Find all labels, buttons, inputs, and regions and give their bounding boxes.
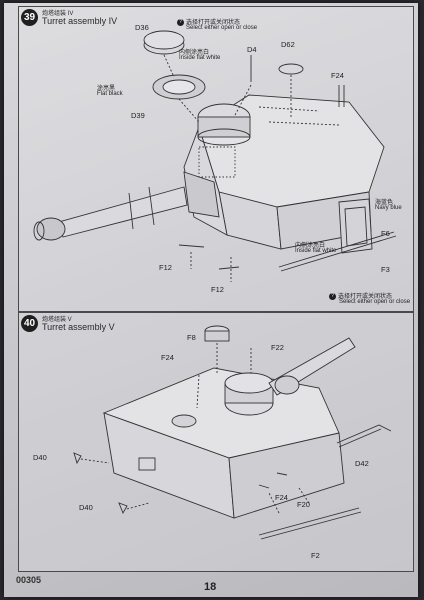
note-select-cn: ?选择打开或关闭状态: [177, 17, 240, 26]
product-code: 00305: [16, 575, 42, 585]
label-d39: D39: [131, 111, 145, 120]
roof-hatch: [171, 414, 197, 428]
note-bullet-icon: ?: [177, 18, 184, 26]
note-select2-cn: ?选择打开或关闭状态: [329, 291, 392, 300]
step-39-panel: 39 炮塔组装 IV Turret assembly IV: [18, 6, 414, 312]
step-title-cn: 炮塔组装 IV: [42, 11, 74, 17]
note-select2-en: Select either open or close: [339, 299, 411, 305]
label-d40-a: D40: [33, 453, 47, 462]
label-f2: F2: [311, 551, 320, 560]
step-40-panel: 40 炮塔组装 V Turret assembly V: [18, 312, 414, 572]
turret-front-face: [228, 432, 345, 519]
note-bullet-icon: ?: [329, 292, 336, 300]
step-number: 39: [21, 9, 38, 26]
gun-barrel: [58, 186, 188, 238]
vision-block: [138, 457, 156, 471]
label-f12-a: F12: [159, 263, 172, 272]
label-d40-b: D40: [79, 503, 93, 512]
label-f20: F20: [297, 500, 310, 509]
label-f3: F3: [381, 265, 390, 274]
note-inside-white2-en: Inside flat white: [295, 248, 337, 254]
grab-rail-f2: [258, 507, 360, 536]
gun-mantlet: [183, 171, 220, 218]
label-d62: D62: [281, 40, 295, 49]
turret-assembly-iv-drawing: [33, 30, 397, 282]
grab-rail: [278, 231, 395, 268]
label-f24: F24: [161, 353, 174, 362]
label-f6: F6: [381, 229, 390, 238]
note-select-en: Select either open or close: [186, 25, 258, 31]
label-f24: F24: [331, 71, 344, 80]
muzzle-brake: [36, 217, 66, 241]
label-d42: D42: [355, 459, 369, 468]
label-f12-b: F12: [211, 285, 224, 294]
cap-d62: [278, 63, 304, 75]
side-hatch: [338, 198, 373, 254]
step-number: 40: [21, 315, 38, 332]
note-navy-blue-cn: 海蓝色: [375, 200, 394, 206]
note-inside-white2-cn: 内侧涂亮白: [295, 243, 326, 249]
part-d40-b: [118, 502, 128, 515]
note-navy-blue-en: Navy blue: [375, 205, 402, 211]
instruction-sheet: 39 炮塔组装 IV Turret assembly IV: [4, 3, 418, 597]
turret-assembly-v-drawing: [73, 325, 392, 540]
part-d40-a: [73, 452, 82, 465]
step-title-en: Turret assembly IV: [42, 16, 118, 26]
note-flat-black-en: Flat black: [97, 91, 123, 97]
handrail-d42: [336, 424, 392, 444]
note-inside-white-en: Inside flat white: [179, 55, 221, 61]
label-d36: D36: [135, 23, 149, 32]
label-d4: D4: [247, 45, 257, 54]
step-title-cn: 炮塔组装 V: [42, 317, 72, 323]
label-f22: F22: [271, 343, 284, 352]
step-title-en: Turret assembly V: [42, 322, 115, 332]
label-f24-b: F24: [275, 493, 288, 502]
label-f8: F8: [187, 333, 196, 342]
note-inside-white-cn: 内侧涂亮白: [179, 50, 210, 56]
page-number: 18: [204, 581, 217, 593]
note-flat-black-cn: 涂亮黑: [97, 86, 116, 92]
